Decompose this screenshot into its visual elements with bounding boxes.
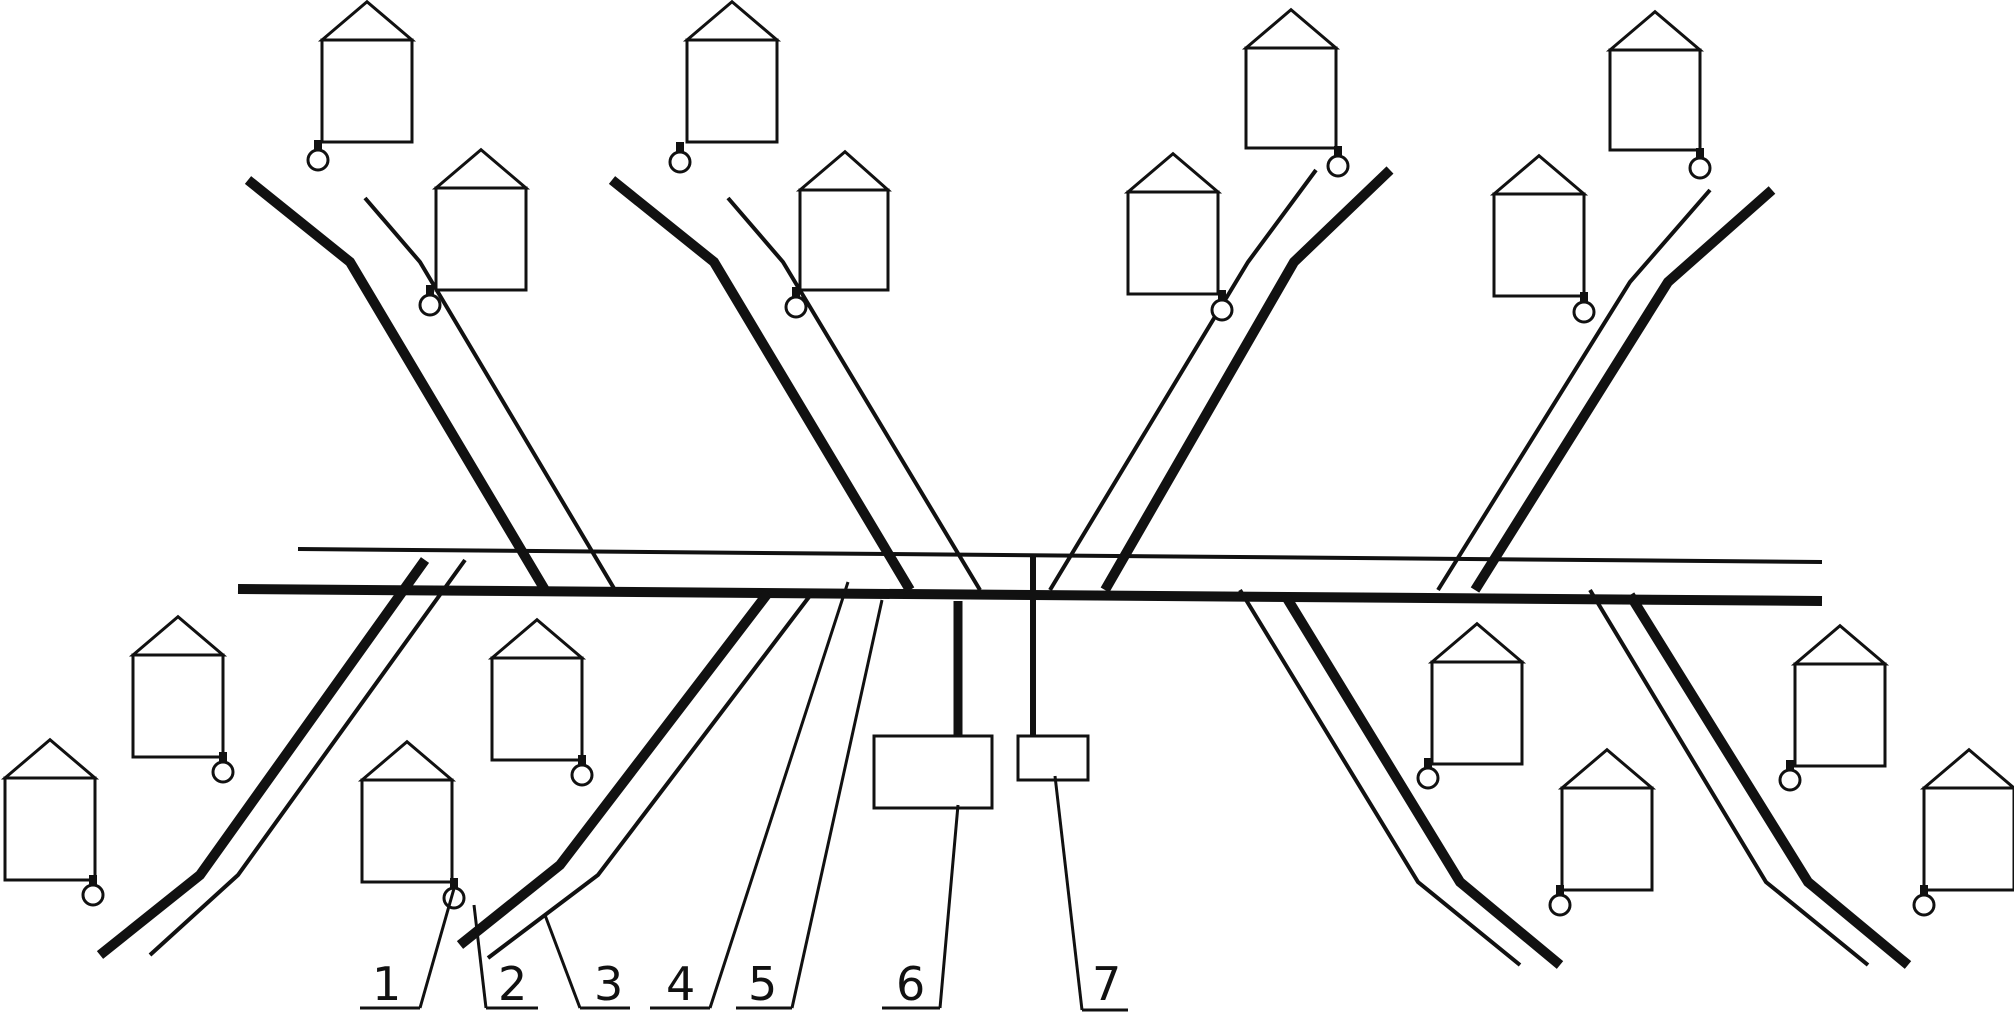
callout-label-6: 6 xyxy=(896,957,925,1011)
silo-roof xyxy=(795,149,892,192)
silo-roof xyxy=(0,737,100,780)
branch-pipe-thin xyxy=(1588,588,1870,967)
valve-icon xyxy=(211,760,235,784)
valve-stem xyxy=(450,878,458,888)
callout-leader-3 xyxy=(543,914,582,1009)
valve-stem xyxy=(578,755,586,765)
valve-icon xyxy=(1210,298,1234,322)
valve-stem xyxy=(792,287,800,297)
branch-pipe-thin xyxy=(1048,168,1318,592)
valve-icon xyxy=(1688,156,1712,180)
silo-roof xyxy=(1557,747,1657,790)
valve-stem xyxy=(1696,148,1704,158)
silo-body xyxy=(1244,46,1338,150)
valve-icon xyxy=(1778,768,1802,792)
valve-icon xyxy=(81,883,105,907)
valve-stem xyxy=(89,875,97,885)
valve-stem xyxy=(1786,760,1794,770)
silo-body xyxy=(798,188,890,292)
valve-stem xyxy=(676,142,684,152)
valve-stem xyxy=(1556,885,1564,895)
callout-label-3: 3 xyxy=(594,957,623,1011)
valve-icon xyxy=(418,293,442,317)
branch-pipe-thin xyxy=(148,558,467,957)
branch-pipe-thick xyxy=(456,589,772,949)
branch-pipe-thick xyxy=(244,176,550,593)
valve-stem xyxy=(314,140,322,150)
valve-stem xyxy=(1920,885,1928,895)
branch-pipe-thin xyxy=(363,196,617,592)
valve-icon xyxy=(1572,300,1596,324)
valve-stem xyxy=(1580,292,1588,302)
silo-body xyxy=(1922,786,2014,892)
main-pipe-thin xyxy=(297,547,1823,564)
callout-label-2: 2 xyxy=(498,957,527,1011)
valve-stem xyxy=(219,752,227,762)
silo-roof xyxy=(431,147,531,190)
silo-roof xyxy=(1790,623,1890,666)
callout-leader-1 xyxy=(418,884,457,1009)
silo-body xyxy=(3,776,97,882)
silo-roof xyxy=(682,0,782,42)
silo-body xyxy=(1492,192,1586,298)
callout-leader-5 xyxy=(790,599,884,1009)
silo-roof xyxy=(357,739,457,782)
silo-roof xyxy=(128,614,228,657)
branch-pipe-thick xyxy=(1280,592,1564,969)
silo-roof xyxy=(1605,9,1705,52)
branch-pipe-thick xyxy=(96,557,430,959)
valve-icon xyxy=(1548,893,1572,917)
valve-icon xyxy=(570,763,594,787)
silo-body xyxy=(1126,190,1220,296)
silo-body xyxy=(434,186,528,292)
silo-roof xyxy=(1919,747,2014,790)
silo-body xyxy=(1430,660,1524,766)
callout-leader-2 xyxy=(472,904,488,1009)
callout-leader-7 xyxy=(1053,775,1084,1011)
silo-body xyxy=(1793,662,1887,768)
callout-leader-4 xyxy=(708,581,850,1009)
valve-icon xyxy=(1416,766,1440,790)
valve-icon xyxy=(668,150,692,174)
silo-roof xyxy=(1241,7,1341,50)
branch-pipe-thick xyxy=(1470,186,1776,593)
silo-body xyxy=(490,656,584,762)
silo-body xyxy=(131,653,225,759)
callout-label-1: 1 xyxy=(372,957,401,1011)
equipment-box-7 xyxy=(1016,734,1090,782)
valve-stem xyxy=(1218,290,1226,300)
branch-pipe-thin xyxy=(726,196,982,592)
valve-stem xyxy=(1334,146,1342,156)
branch-pipe-thin xyxy=(1436,188,1712,592)
callout-label-5: 5 xyxy=(748,957,777,1011)
silo-body xyxy=(320,38,414,144)
silo-body xyxy=(360,778,454,884)
branch-pipe-thick xyxy=(1100,166,1394,593)
silo-roof xyxy=(487,617,587,660)
callout-leader-6 xyxy=(938,804,960,1009)
valve-icon xyxy=(784,295,808,319)
branch-pipe-thin xyxy=(486,591,814,960)
branch-pipe-thick xyxy=(1625,592,1912,969)
equipment-box-6 xyxy=(872,734,994,810)
silo-roof xyxy=(1489,153,1589,196)
callout-label-7: 7 xyxy=(1092,957,1121,1011)
branch-pipe-thick xyxy=(608,176,915,593)
valve-stem xyxy=(1424,758,1432,768)
valve-icon xyxy=(1912,893,1936,917)
valve-icon xyxy=(1326,154,1350,178)
callout-label-4: 4 xyxy=(666,957,695,1011)
silo-body xyxy=(685,38,779,144)
branch-pipe-thin xyxy=(1238,588,1522,967)
silo-roof xyxy=(1427,621,1527,664)
silo-roof xyxy=(317,0,417,42)
callout-labels: 1 2 3 4 5 6 7 xyxy=(372,957,1121,1011)
silo-body xyxy=(1608,48,1702,152)
diagram-geometry xyxy=(0,0,2014,1012)
valve-icon xyxy=(306,148,330,172)
silo-roof xyxy=(1123,151,1223,194)
silo-body xyxy=(1560,786,1654,892)
valve-stem xyxy=(426,285,434,295)
